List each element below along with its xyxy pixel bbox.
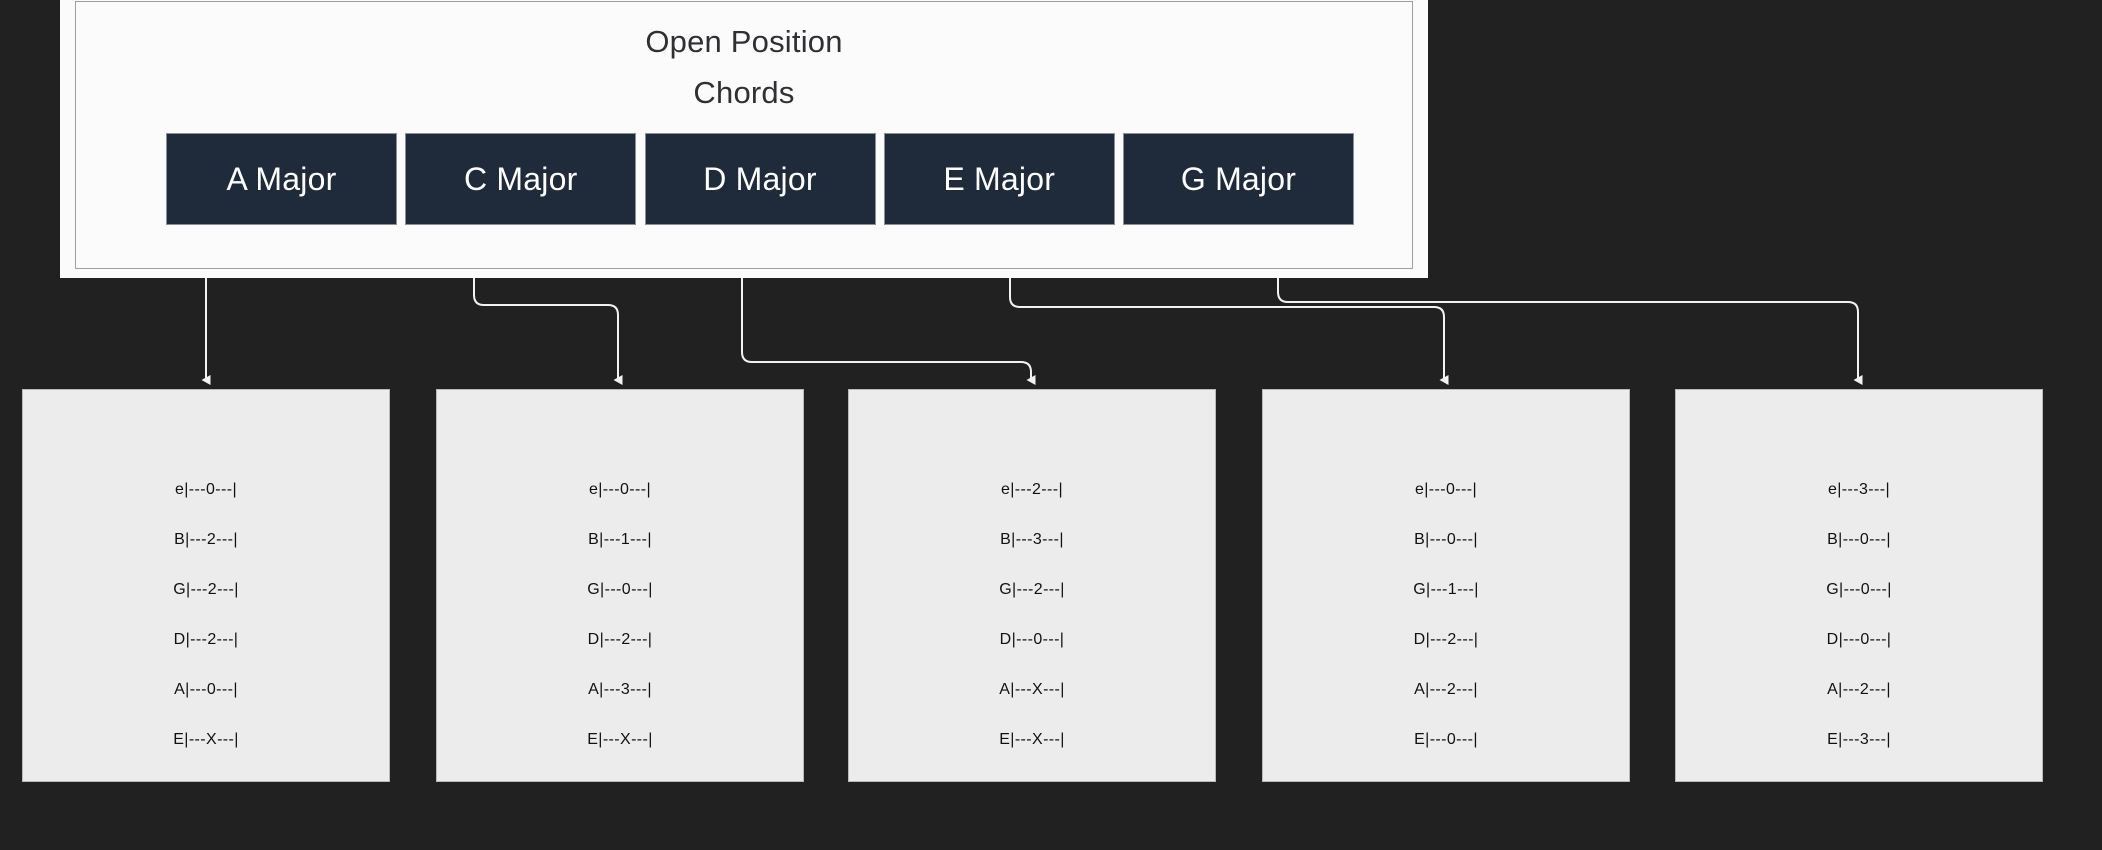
tablature-block: e|---0---| B|---0---| G|---1---| D|---2-… [1263, 465, 1629, 765]
chord-button-label: E Major [943, 160, 1056, 197]
chord-button-e-major[interactable]: E Major [883, 133, 1115, 225]
tab-line: D|---0---| [999, 631, 1065, 648]
tab-card-d-major[interactable]: e|---2---| B|---3---| G|---2---| D|---0-… [848, 389, 1216, 782]
tab-line: G|---1---| [1413, 581, 1479, 598]
tab-line: G|---2---| [999, 581, 1065, 598]
tab-line: E|---X---| [999, 731, 1065, 748]
tab-line: e|---0---| [588, 481, 652, 498]
tab-card-c-major[interactable]: e|---0---| B|---1---| G|---0---| D|---2-… [436, 389, 804, 782]
tablature-block: e|---0---| B|---1---| G|---0---| D|---2-… [437, 465, 803, 765]
tab-line: A|---3---| [588, 681, 652, 698]
tab-line: A|---2---| [1414, 681, 1478, 698]
tablature-block: e|---2---| B|---3---| G|---2---| D|---0-… [849, 465, 1215, 765]
chord-button-label: D Major [703, 160, 817, 197]
tab-line: B|---2---| [174, 531, 238, 548]
tab-line: D|---2---| [1413, 631, 1479, 648]
tab-line: D|---2---| [587, 631, 653, 648]
tab-card-e-major[interactable]: e|---0---| B|---0---| G|---1---| D|---2-… [1262, 389, 1630, 782]
tab-line: E|---0---| [1414, 731, 1478, 748]
page-title-line-1: Open Position [645, 24, 843, 59]
page-title: Open Position Chords [76, 16, 1412, 118]
tab-line: A|---0---| [174, 681, 238, 698]
tab-line: B|---3---| [1000, 531, 1064, 548]
chord-button-d-major[interactable]: D Major [644, 133, 876, 225]
chord-button-label: A Major [226, 160, 337, 197]
tab-line: e|---2---| [1000, 481, 1064, 498]
chord-button-label: C Major [464, 160, 578, 197]
tab-line: E|---X---| [173, 731, 239, 748]
tab-card-a-major[interactable]: e|---0---| B|---2---| G|---2---| D|---2-… [22, 389, 390, 782]
tab-line: A|---2---| [1827, 681, 1891, 698]
chord-button-a-major[interactable]: A Major [166, 133, 397, 225]
tablature-block: e|---3---| B|---0---| G|---0---| D|---0-… [1676, 465, 2042, 765]
tab-line: D|---2---| [173, 631, 239, 648]
chord-button-label: G Major [1180, 160, 1297, 197]
tab-line: e|---0---| [1414, 481, 1478, 498]
tab-line: e|---3---| [1827, 481, 1891, 498]
tab-line: G|---2---| [173, 581, 239, 598]
tab-line: G|---0---| [1826, 581, 1892, 598]
tab-line: E|---3---| [1827, 731, 1891, 748]
chord-button-g-major[interactable]: G Major [1123, 133, 1354, 225]
tab-card-g-major[interactable]: e|---3---| B|---0---| G|---0---| D|---0-… [1675, 389, 2043, 782]
tablature-block: e|---0---| B|---2---| G|---2---| D|---2-… [23, 465, 389, 765]
tab-line: B|---0---| [1414, 531, 1478, 548]
chord-button-row: A Major C Major D Major E Major G Major [166, 133, 1354, 225]
tab-line: B|---0---| [1827, 531, 1891, 548]
chord-button-c-major[interactable]: C Major [405, 133, 637, 225]
tab-line: A|---X---| [999, 681, 1065, 698]
tab-line: D|---0---| [1826, 631, 1892, 648]
tab-line: E|---X---| [587, 731, 653, 748]
tab-line: G|---0---| [587, 581, 653, 598]
tab-line: e|---0---| [174, 481, 238, 498]
page-title-line-2: Chords [693, 75, 795, 110]
panel-inner-border: Open Position Chords A Major C Major D M… [75, 1, 1413, 269]
tab-line: B|---1---| [588, 531, 652, 548]
open-position-chords-panel: Open Position Chords A Major C Major D M… [60, 0, 1428, 278]
